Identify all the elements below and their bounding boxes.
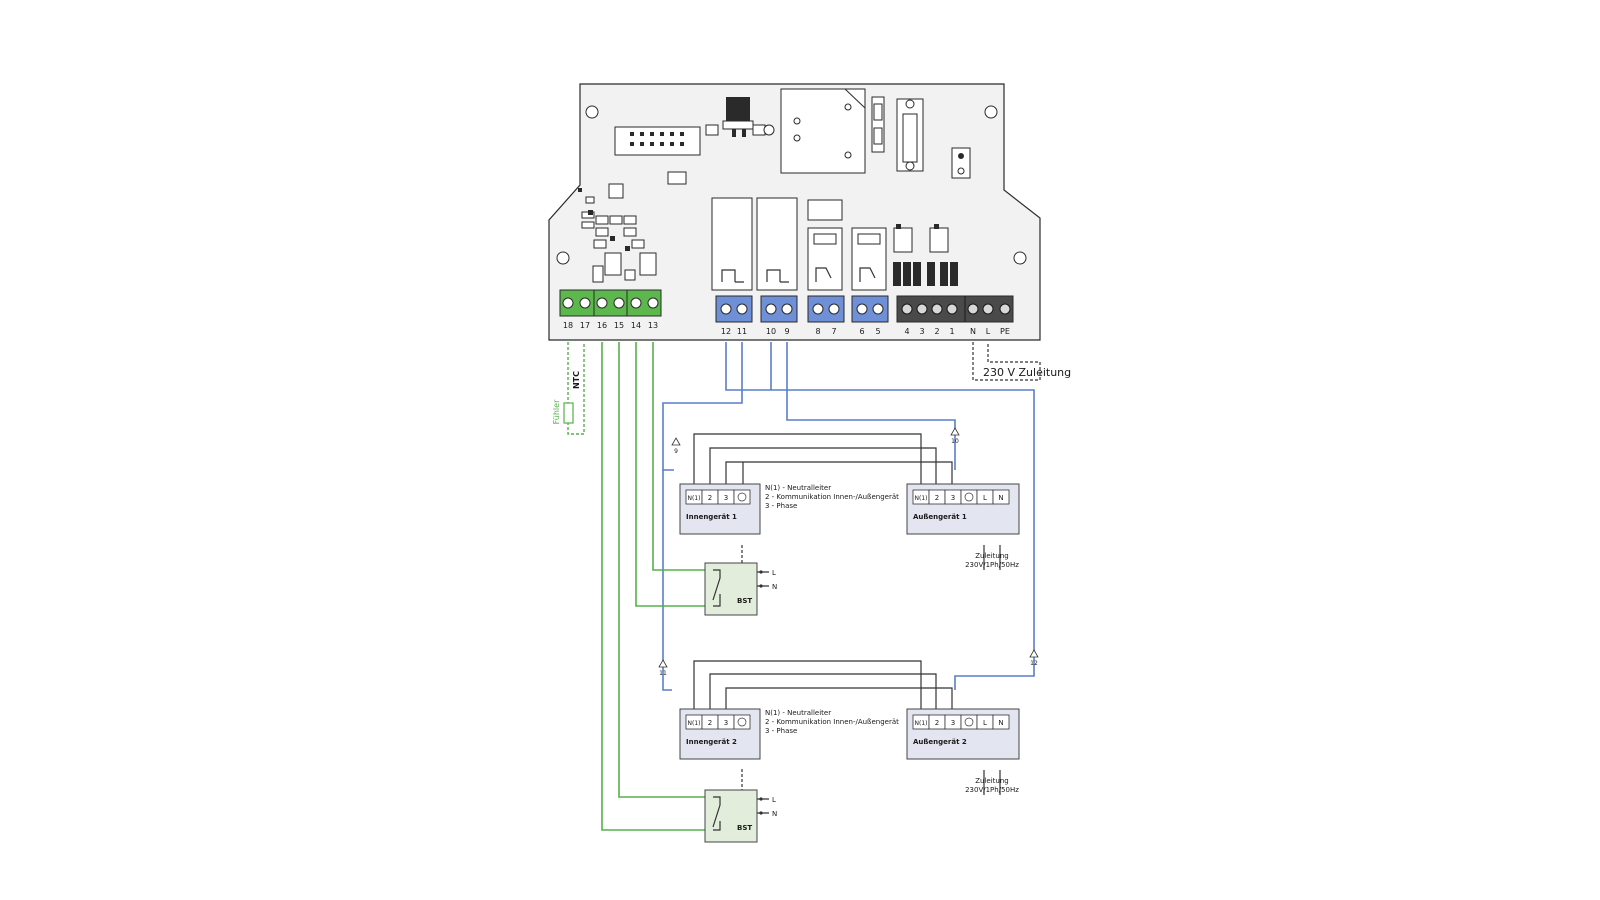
supply-feed: 230 V Zuleitung <box>972 342 1071 381</box>
terminal-label: 3 <box>951 494 955 502</box>
terminal-label: 5 <box>875 327 880 336</box>
terminal-label: N(1) <box>915 720 928 727</box>
svg-text:Zuleitung: Zuleitung <box>975 552 1009 560</box>
supply-label: 230 V Zuleitung <box>983 366 1071 379</box>
unit-title: Innengerät 2 <box>686 738 737 746</box>
terminal-label: 3 <box>951 719 955 727</box>
terminal-label: 6 <box>859 327 864 336</box>
control-wires-blue <box>662 342 1035 691</box>
transformer <box>780 88 866 174</box>
ntc-sensor: NTC Fühler <box>552 342 585 435</box>
terminal-label: 17 <box>580 321 590 330</box>
control-board <box>548 83 1041 341</box>
wire-tag-10: 10 <box>951 438 959 445</box>
pin-header <box>614 126 701 156</box>
terminal-label: 14 <box>631 321 641 330</box>
mounting-hole <box>585 105 599 119</box>
bst-switch-2: L N BST <box>704 789 777 843</box>
bst-label: BST <box>737 824 752 832</box>
terminal-label: 3 <box>724 494 728 502</box>
terminal-label: 3 <box>724 719 728 727</box>
svg-text:N(1) - Neutralleiter: N(1) - Neutralleiter <box>765 484 831 492</box>
wiring-legend-1: N(1) - Neutralleiter 2 - Kommunikation I… <box>765 484 899 510</box>
svg-text:230V/1Ph/50Hz: 230V/1Ph/50Hz <box>965 786 1019 794</box>
unit-title: Außengerät 2 <box>913 738 967 746</box>
wire-tags: 9 10 11 12 <box>658 427 1039 677</box>
terminal-label: L <box>986 327 991 336</box>
control-wires-green <box>601 342 713 831</box>
svg-text:3 - Phase: 3 - Phase <box>765 502 797 510</box>
unit-title: Innengerät 1 <box>686 513 737 521</box>
svg-text:3 - Phase: 3 - Phase <box>765 727 797 735</box>
terminal-label: 3 <box>919 327 924 336</box>
terminal-label: N <box>998 719 1003 727</box>
svg-text:230V/1Ph/50Hz: 230V/1Ph/50Hz <box>965 561 1019 569</box>
unit-connection-wires-1 <box>693 433 1001 570</box>
terminal-label: 2 <box>934 327 939 336</box>
svg-text:Zuleitung: Zuleitung <box>975 777 1009 785</box>
voltage-regulator <box>726 97 750 121</box>
terminal-label: 13 <box>648 321 658 330</box>
terminal-block-blue: 12 11 10 9 8 7 6 5 <box>715 295 889 336</box>
terminal-label: L <box>983 719 987 727</box>
terminal-label: 2 <box>935 494 939 502</box>
terminal-label: N(1) <box>915 495 928 502</box>
terminal-label: N(1) <box>688 720 701 727</box>
wiring-legend-2: N(1) - Neutralleiter 2 - Kommunikation I… <box>765 709 899 735</box>
ntc-label: NTC <box>572 371 581 389</box>
svg-text:2 - Kommunikation Innen-/Außen: 2 - Kommunikation Innen-/Außengerät <box>765 493 899 501</box>
mounting-hole <box>556 251 570 265</box>
mounting-hole <box>984 105 998 119</box>
svg-text:2 - Kommunikation Innen-/Außen: 2 - Kommunikation Innen-/Außengerät <box>765 718 899 726</box>
terminal-block-green: 18 17 16 15 14 13 <box>559 289 662 330</box>
bst-L-label: L <box>772 796 776 804</box>
jumper <box>951 147 971 179</box>
sensor-label: Fühler <box>552 399 561 424</box>
terminal-label: 18 <box>563 321 573 330</box>
terminal-label: 4 <box>904 327 909 336</box>
relay <box>711 197 753 291</box>
unit-connection-wires-2 <box>693 660 1001 795</box>
bst-L-label: L <box>772 569 776 577</box>
terminal-label: PE <box>1000 327 1010 336</box>
supply-note-1: Zuleitung 230V/1Ph/50Hz <box>965 552 1019 569</box>
unit-title: Außengerät 1 <box>913 513 967 521</box>
terminal-label: 12 <box>721 327 731 336</box>
terminal-label: 8 <box>815 327 820 336</box>
terminal-block-dark: 4 3 2 1 N L PE <box>896 295 1014 336</box>
svg-text:N(1) - Neutralleiter: N(1) - Neutralleiter <box>765 709 831 717</box>
terminal-label: 15 <box>614 321 624 330</box>
supply-note-2: Zuleitung 230V/1Ph/50Hz <box>965 777 1019 794</box>
terminal-label: 1 <box>949 327 954 336</box>
wire-tag-9: 9 <box>674 448 678 455</box>
bst-label: BST <box>737 597 752 605</box>
terminal-label: 16 <box>597 321 607 330</box>
wire-tag-11: 11 <box>659 670 667 677</box>
bst-switch-1: L N BST <box>704 562 777 616</box>
terminal-label: N <box>970 327 976 336</box>
terminal-label: 11 <box>737 327 747 336</box>
terminal-label: L <box>983 494 987 502</box>
terminal-label: 2 <box>935 719 939 727</box>
wire-tag-12: 12 <box>1030 660 1038 667</box>
indoor-unit-1: N(1) 2 3 Innengerät 1 <box>679 483 761 535</box>
bst-N-label: N <box>772 810 777 818</box>
terminal-label: N <box>998 494 1003 502</box>
terminal-label: 2 <box>708 494 712 502</box>
outdoor-unit-2: N(1) 2 3 L N Außengerät 2 <box>906 708 1020 760</box>
terminal-label: 9 <box>784 327 789 336</box>
relay <box>756 197 798 291</box>
terminal-label: N(1) <box>688 495 701 502</box>
mounting-hole <box>1013 251 1027 265</box>
terminal-label: 10 <box>766 327 776 336</box>
bst-N-label: N <box>772 583 777 591</box>
indoor-unit-2: N(1) 2 3 Innengerät 2 <box>679 708 761 760</box>
terminal-label: 7 <box>831 327 836 336</box>
outdoor-unit-1: N(1) 2 3 L N Außengerät 1 <box>906 483 1020 535</box>
terminal-label: 2 <box>708 719 712 727</box>
